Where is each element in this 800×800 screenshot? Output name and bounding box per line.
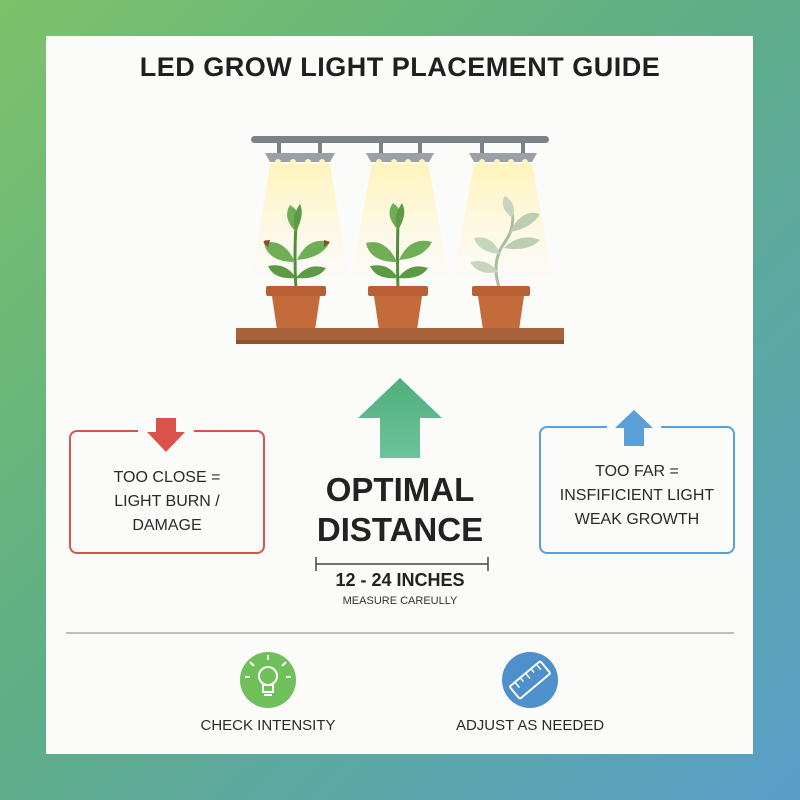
- too-close-line-2: LIGHT BURN /: [114, 493, 220, 510]
- too-close-arrow-gap: [138, 426, 194, 434]
- check-intensity-label: CHECK INTENSITY: [200, 717, 336, 734]
- optimal-distance-heading: OPTIMAL DISTANCE: [290, 470, 510, 550]
- shelf: [236, 328, 564, 344]
- plant-optimal: [366, 203, 432, 291]
- optimal-arrow-up-icon: [358, 378, 442, 458]
- plant-pot: [368, 286, 428, 330]
- too-far-box: TOO FAR = INSFIFICIENT LIGHT WEAK GROWTH: [539, 426, 735, 554]
- led-lamp: [250, 143, 350, 290]
- too-close-line-3: DAMAGE: [132, 517, 202, 534]
- optimal-line-1: OPTIMAL: [325, 471, 475, 508]
- distance-range: 12 - 24 INCHES: [335, 570, 465, 590]
- too-close-line-1: TOO CLOSE =: [113, 469, 221, 486]
- measure-bracket: [315, 557, 489, 571]
- adjust-label: ADJUST AS NEEDED: [455, 717, 605, 734]
- ruler-icon: [502, 652, 558, 708]
- too-far-line-3: WEAK GROWTH: [574, 511, 700, 528]
- measure-note: MEASURE CAREULLY: [342, 595, 458, 607]
- lightbulb-icon: [240, 652, 296, 708]
- too-close-box: TOO CLOSE = LIGHT BURN / DAMAGE: [69, 430, 265, 554]
- plant-pot: [266, 286, 326, 330]
- grow-light-bar: [251, 136, 549, 143]
- too-far-arrow-gap: [607, 422, 661, 430]
- plant-pot: [472, 286, 530, 330]
- divider: [66, 632, 734, 634]
- page-title: LED GROW LIGHT PLACEMENT GUIDE: [139, 52, 661, 82]
- plant-too-close: [263, 204, 330, 291]
- too-far-line-2: INSFIFICIENT LIGHT: [559, 487, 715, 504]
- plant-too-far: [470, 196, 540, 291]
- led-lamp: [348, 143, 452, 290]
- led-lamp: [451, 143, 555, 290]
- too-far-line-1: TOO FAR =: [595, 463, 679, 480]
- optimal-line-2: DISTANCE: [316, 511, 484, 548]
